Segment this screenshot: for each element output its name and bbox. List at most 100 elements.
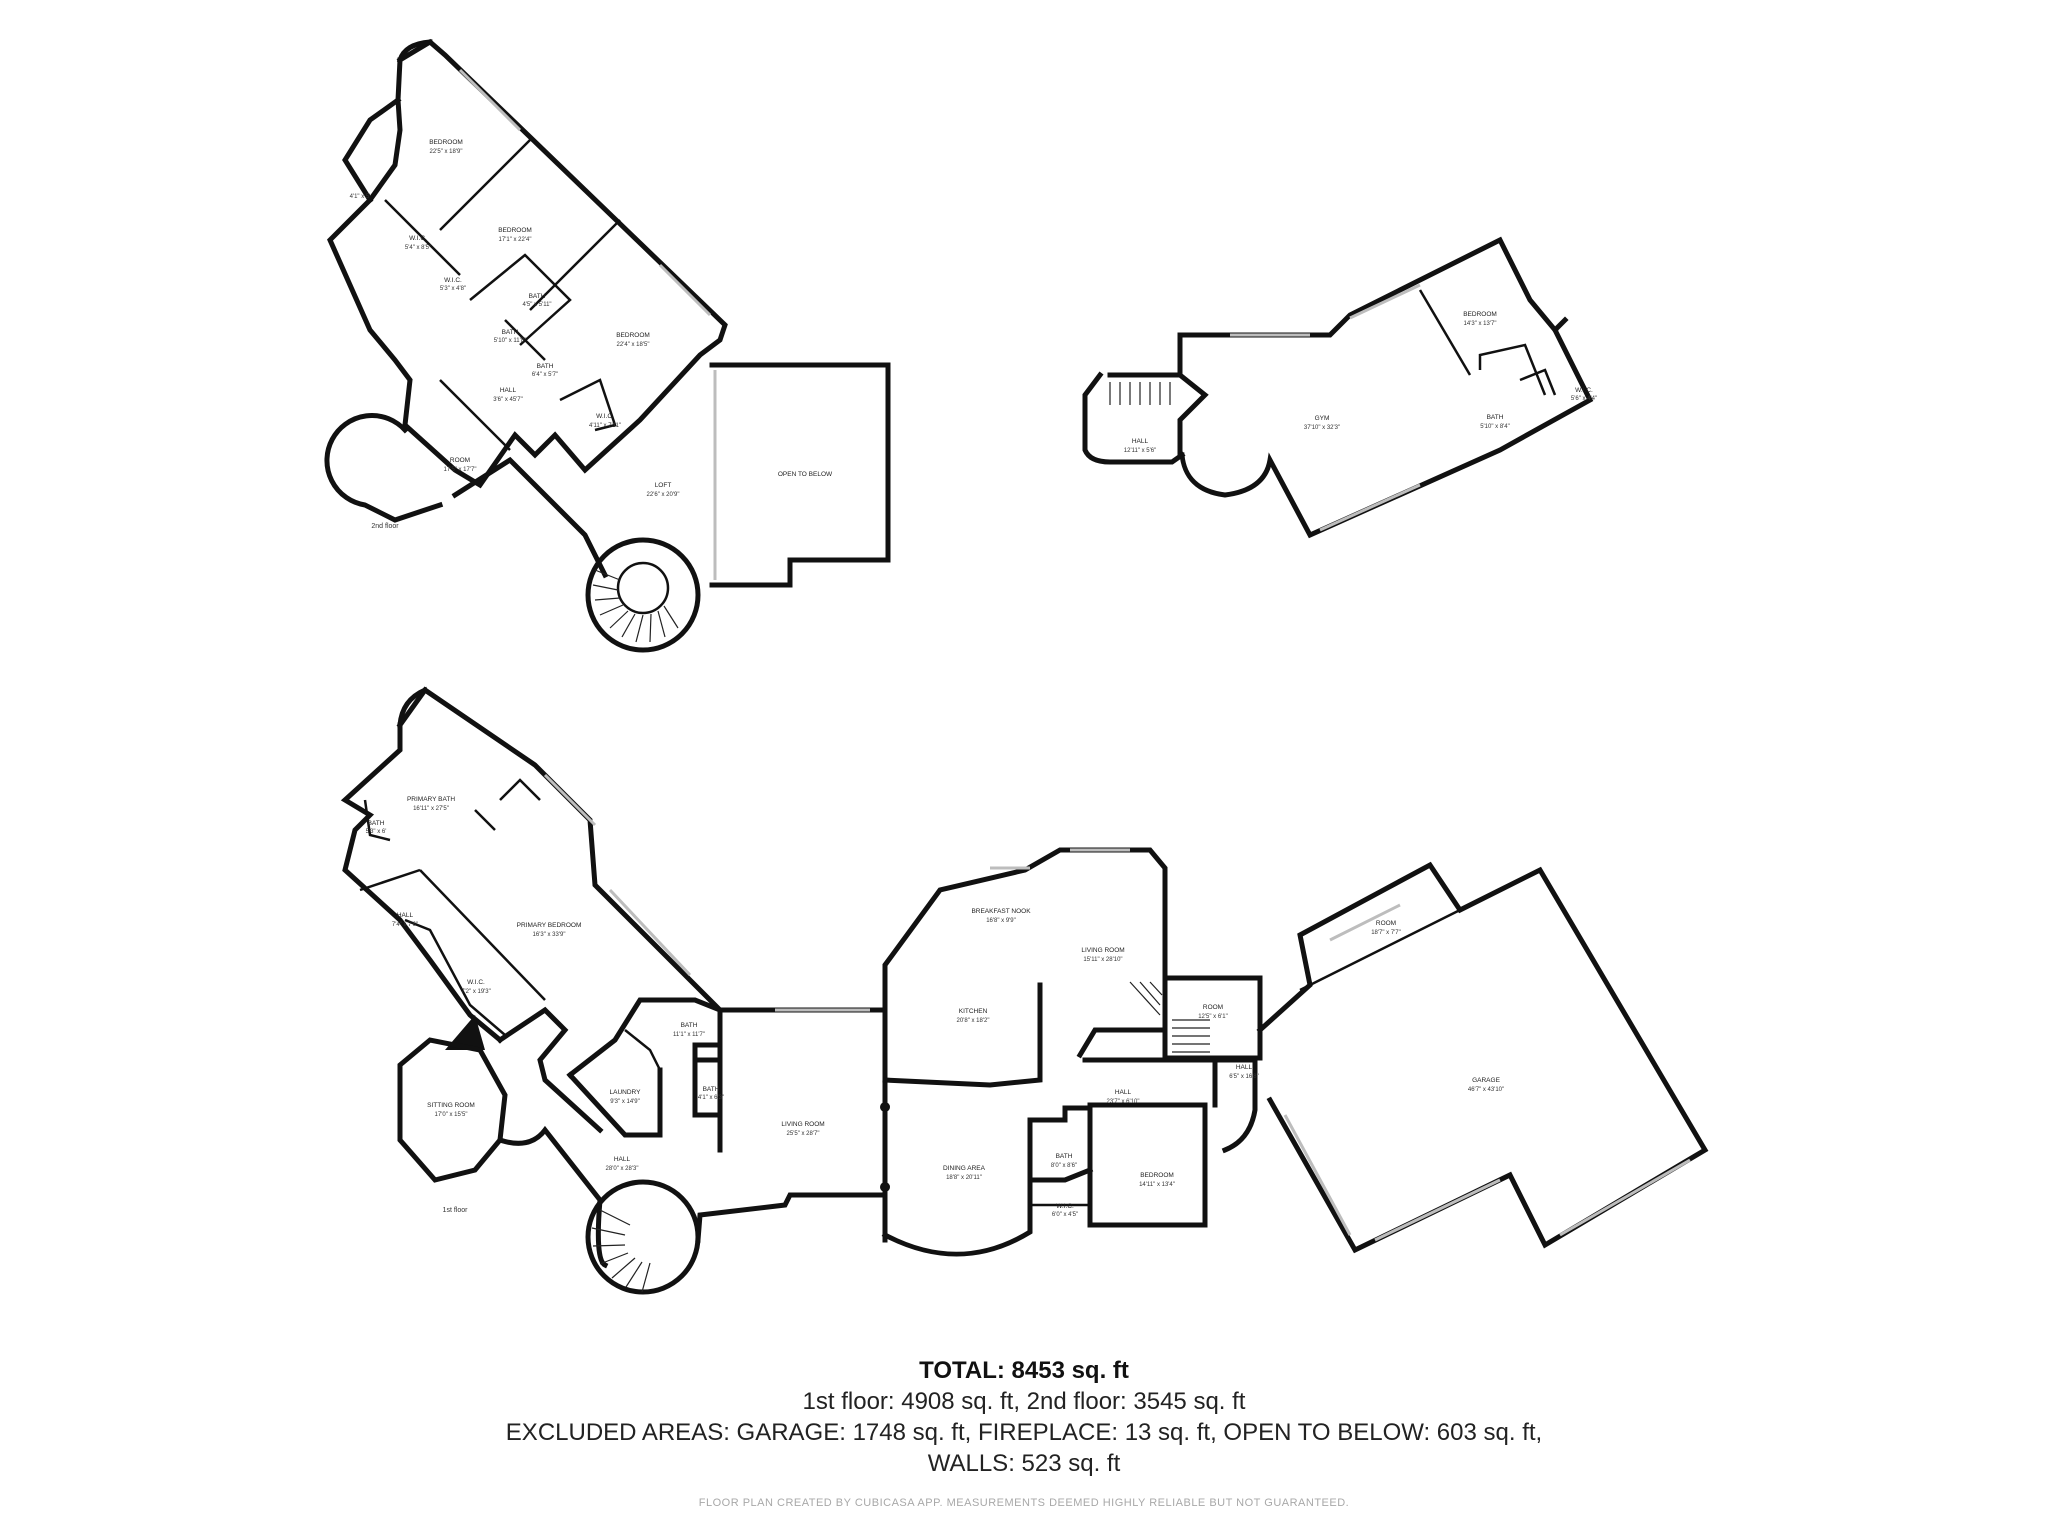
room-name: W.I.C. [1056,1203,1074,1210]
room-name: OPEN TO BELOW [778,471,833,478]
room-dim: 14'3" x 13'7" [1464,321,1497,327]
room-name: W.I.C. [596,413,614,420]
room-dim: 5'3" x 4'8" [440,286,466,292]
wall [439,379,511,451]
room-name: DINING AREA [943,1165,986,1172]
room-dim: 4'5" x 5'11" [522,302,551,308]
wall [397,1037,508,1183]
room-dim: 4'11" x 7'11" [589,423,621,429]
first-floor-central [717,847,1263,1257]
wall [474,809,496,831]
room-dim: 23'7" x 6'10" [1107,1099,1140,1105]
room-name: HALL [1115,1089,1132,1096]
first-floor-garage [1256,861,1709,1254]
room-name: HALL [397,912,414,919]
spiral-stair-treads [591,1209,651,1293]
room-dim: 28'0" x 28'3" [606,1166,639,1172]
wall [1179,316,1594,539]
room-dim: 17'5" x 17'7" [444,467,477,473]
room-name: PRIMARY BEDROOM [517,922,582,929]
room-name: BATH [1056,1153,1073,1160]
wall [451,456,609,579]
wall [404,918,506,1036]
wall [566,997,724,1079]
wall [327,38,728,489]
wall [882,847,1168,1111]
room-dim: 3'6" x 45'7" [493,397,523,403]
second-floor-east-wing [1082,236,1594,539]
room-name: GARAGE [1472,1077,1500,1084]
wall [496,1006,604,1134]
room-name: LIVING ROOM [781,1121,824,1128]
room-dim: 18'7" x 7'7" [1371,930,1401,936]
room-dim: 12'5" x 6'1" [1198,1014,1228,1020]
second-floor-west-wing [327,38,728,489]
room-dim: 7'2" x 19'3" [461,989,491,995]
room-name: ROOM [1376,920,1396,927]
floor-label-1st: 1st floor [443,1207,469,1214]
room-name: BATH [529,293,546,300]
straight-stair-treads [1109,382,1171,405]
room-name: HALL [1236,1064,1253,1071]
room-name: BATH [368,820,385,827]
room-name: LAUNDRY [610,1089,642,1096]
room-dim: 14'11" x 13'4" [1139,1182,1175,1188]
wall [469,253,572,346]
window [1283,1114,1352,1236]
wall [1087,1102,1208,1228]
window [1319,483,1421,532]
room-name: BEDROOM [498,227,532,234]
wall [881,1105,1068,1257]
room-name: BATH [681,1022,698,1029]
room-labels-2nd: BEDROOM 22'5" x 18'9" BEDROOM 17'1" x 22… [350,139,1598,530]
room-dim: 9'3" x 14'9" [610,1099,640,1105]
disclaimer: FLOOR PLAN CREATED BY CUBICASA APP. MEAS… [698,1497,1350,1509]
room-name: W.I.C. [1575,387,1593,394]
column [880,1182,890,1192]
spiral-stair-outer [585,1179,701,1295]
room-dim: 17'1" x 22'4" [499,237,532,243]
wall [559,378,617,432]
room-name: W.I.C. [467,979,485,986]
wall [1212,1057,1258,1154]
excluded-areas: EXCLUDED AREAS: GARAGE: 1748 sq. ft, FIR… [505,1419,1543,1446]
wall [324,413,444,523]
room-dim: 22'4" x 18'5" [617,342,650,348]
room-name: HALL [500,387,517,394]
room-name: HALL [614,1156,631,1163]
room-name: PRIMARY BATH [407,796,455,803]
second-floor-loft-area [451,362,891,653]
wall [397,686,429,728]
window [1329,903,1401,942]
room-name: LIVING ROOM [1081,947,1124,954]
room-dim: 4'1" x 6'3" [698,1095,724,1101]
room-dim: 6'0" x 4'5" [1052,1212,1078,1218]
room-name: BATH [703,1086,720,1093]
floor-label-2nd: 2nd floor [371,523,399,530]
room-dim: 22'5" x 18'9" [430,149,463,155]
room-dim: 16'3" x 33'9" [533,932,566,938]
wall [882,1057,1043,1088]
wall [396,686,723,1153]
room-name: SITTING ROOM [427,1102,475,1109]
wall [1418,289,1472,376]
room-name: BEDROOM [429,139,463,146]
wall [419,869,546,1001]
spiral-stair-treads [592,569,679,643]
wall [363,799,391,842]
spiral-stair-outer [585,537,701,653]
room-dim: 11'1" x 11'7" [673,1032,705,1038]
fireplace [445,1015,485,1050]
window [458,68,522,132]
wall [342,96,402,204]
wall [499,778,541,801]
room-dim: 8'0" x 8'6" [1051,1163,1077,1169]
room-dim: 25'5" x 28'7" [787,1131,820,1137]
wall [1478,343,1547,396]
wall [384,199,461,276]
wall [504,319,546,361]
room-dim: 46'7" x 43'10" [1468,1087,1504,1093]
room-dim: 15'11" x 28'10" [1083,957,1122,963]
room-dim: 7'4" x 7'6" [392,922,418,928]
